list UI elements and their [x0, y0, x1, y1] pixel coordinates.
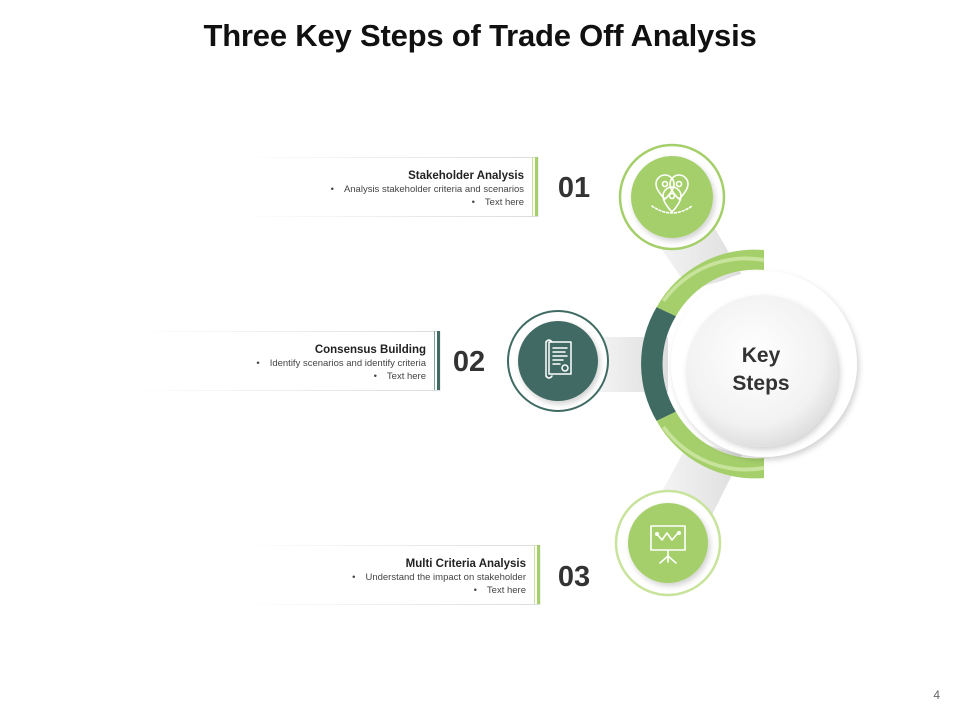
step-1-bullet-1: •Analysis stakeholder criteria and scena… — [330, 184, 524, 195]
ring-segment-bottom — [656, 411, 764, 479]
step-3-number: 03 — [557, 561, 591, 593]
step-1-accent-line — [532, 157, 533, 217]
hub-label-line-1: Key — [741, 344, 781, 367]
step-2-bullet-2: •Text here — [373, 371, 426, 382]
step-3-title: Multi Criteria Analysis — [405, 558, 526, 570]
hub-label-line-2: Steps — [732, 372, 790, 395]
step-2-number: 02 — [452, 346, 486, 378]
ring-segment-top — [656, 249, 764, 317]
step-2-badge — [518, 321, 598, 401]
ring-highlight-top — [662, 256, 764, 302]
step-1-bullet-2: •Text here — [471, 197, 524, 208]
step-1-text: Stakeholder Analysis •Analysis stakehold… — [204, 169, 524, 209]
step-2-accent-line — [434, 331, 435, 391]
step-1-number: 01 — [557, 172, 591, 204]
step-3-bullet-2: •Text here — [473, 585, 526, 596]
document-scroll-icon — [545, 339, 572, 379]
step-2-text: Consensus Building •Identify scenarios a… — [106, 343, 426, 383]
step-2-accent-bar — [437, 331, 440, 391]
step-2-title: Consensus Building — [314, 344, 426, 356]
hub-inner-circle — [686, 295, 838, 447]
step-2-card: Consensus Building •Identify scenarios a… — [130, 331, 440, 391]
slide-title: Three Key Steps of Trade Off Analysis — [203, 18, 757, 53]
page-number: 4 — [933, 688, 940, 702]
presentation-board-icon — [650, 525, 686, 564]
step-3-badge — [628, 503, 708, 583]
step-3-accent-bar — [537, 545, 540, 605]
step-3-bullet-1: •Understand the impact on stakeholder — [352, 572, 526, 583]
step-1-accent-bar — [535, 157, 538, 217]
step-3-text: Multi Criteria Analysis •Understand the … — [206, 557, 526, 597]
step-1-card: Stakeholder Analysis •Analysis stakehold… — [238, 157, 538, 217]
step-3-accent-line — [534, 545, 535, 605]
step-1-badge — [631, 156, 713, 238]
ring-segment-middle — [641, 307, 676, 421]
stakeholder-pins-icon — [651, 174, 693, 214]
hub-label: Key Steps — [700, 342, 822, 398]
step-3-card: Multi Criteria Analysis •Understand the … — [240, 545, 540, 605]
ring-highlight-bottom — [662, 426, 764, 472]
step-1-title: Stakeholder Analysis — [408, 170, 524, 182]
step-2-bullet-1: •Identify scenarios and identify criteri… — [256, 358, 426, 369]
